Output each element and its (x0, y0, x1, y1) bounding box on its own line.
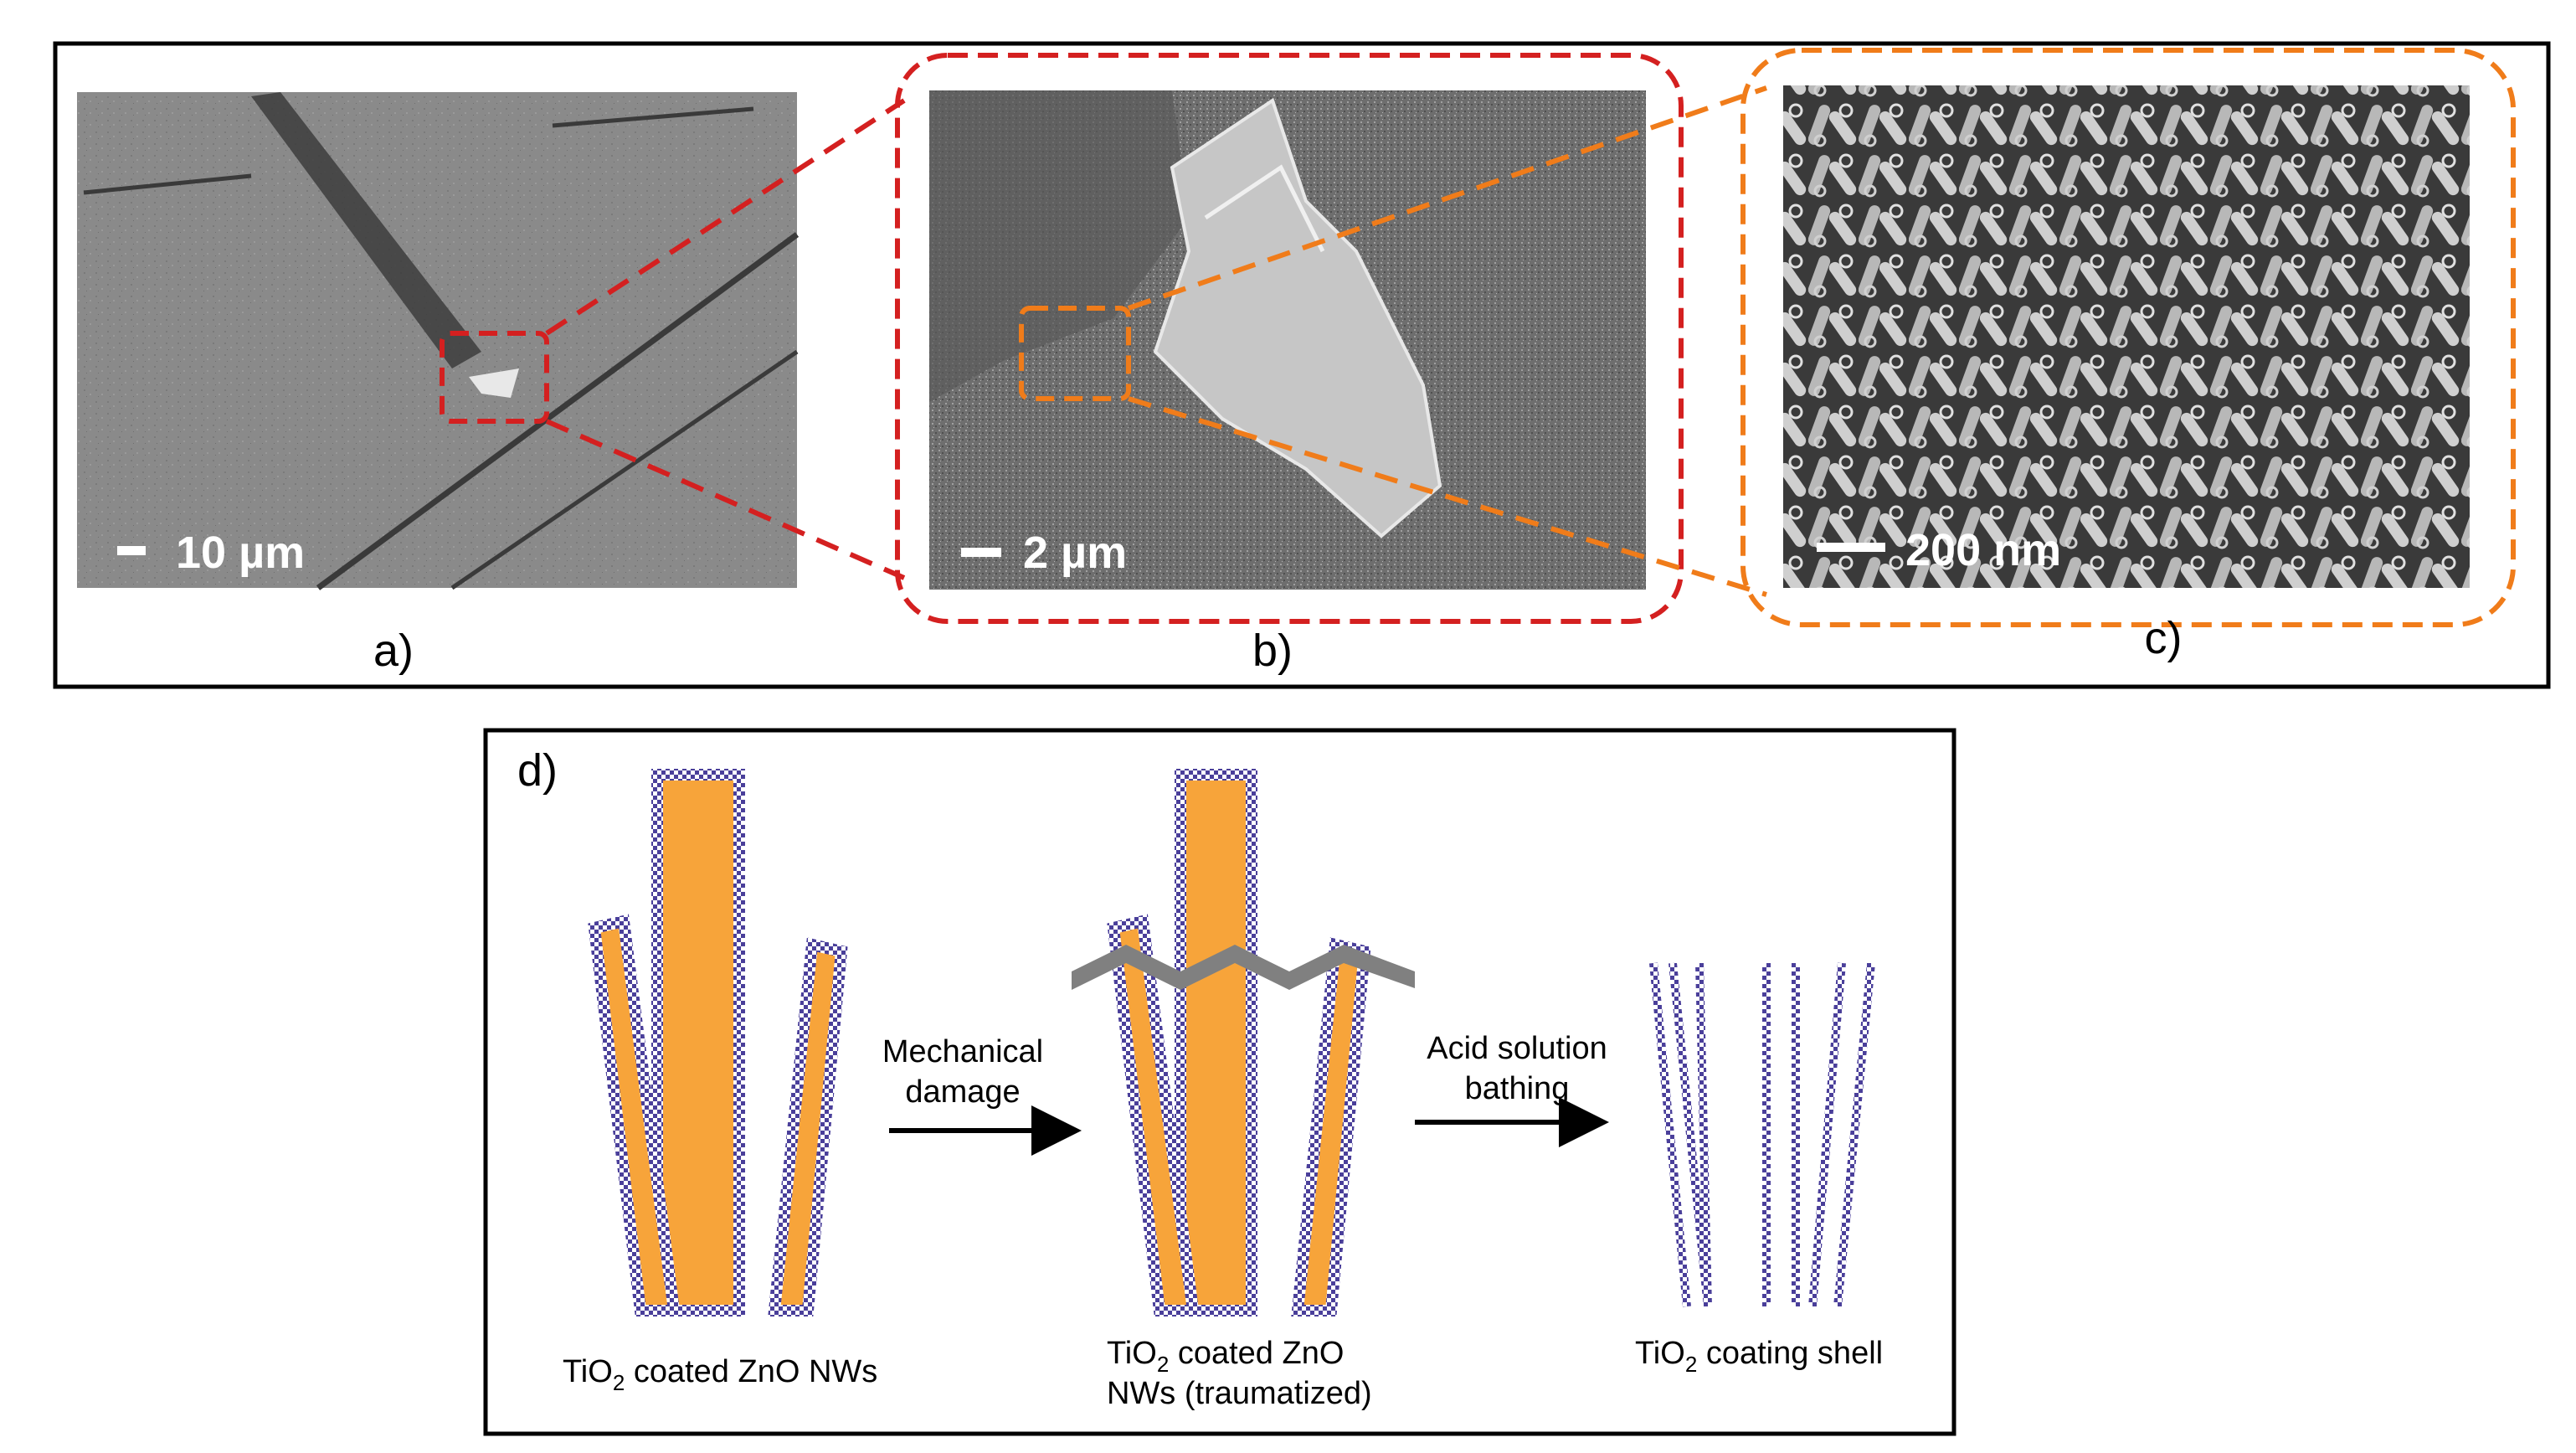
panel-b-scale-bar (961, 548, 1001, 557)
panel-a-crack-2 (552, 106, 754, 128)
stage3-caption: TiO2 coating shell (1635, 1336, 1883, 1377)
panel-b: 2 µm b) (895, 53, 1684, 676)
panel-b-dark-region (929, 90, 1189, 402)
panel-c-label: c) (2145, 613, 2183, 663)
arrow2-line1: Acid solution (1427, 1031, 1607, 1066)
zoom-line-orange-bottom (1128, 396, 1767, 597)
stage1-left-wire (588, 914, 681, 1316)
panel-d-label: d) (517, 745, 558, 796)
stage2-caption-line2: NWs (traumatized) (1107, 1376, 1372, 1411)
panel-a-crack-4 (450, 349, 799, 590)
panel-b-zoom-box (1019, 306, 1131, 401)
panel-b-flake-edge (1204, 164, 1325, 253)
arrow2-line2: bathing (1465, 1071, 1570, 1106)
stage1-caption: TiO2 coated ZnO NWs (563, 1354, 877, 1395)
arrow1-line1: Mechanical (882, 1034, 1043, 1069)
panel-a-label: a) (373, 626, 414, 676)
stage2-nanowires: TiO2 coated ZnO NWs (traumatized) (1072, 769, 1415, 1411)
zoom-line-red-bottom (545, 419, 906, 580)
panel-b-label: b) (1252, 626, 1293, 676)
stage2-left-wire (1107, 914, 1200, 1316)
stage1-center-wire (651, 769, 745, 1316)
panel-a: 10 µm a) (77, 92, 800, 676)
panel-a-crack-3 (316, 232, 800, 590)
panel-a-scale-text: 10 µm (176, 528, 305, 578)
panel-a-zoom-box (440, 331, 549, 424)
stage3-shells (1649, 962, 1875, 1307)
panel-c: 200 nm c) (1740, 48, 2516, 663)
stage3-shell-3 (1695, 962, 1712, 1307)
panel-c-scale-text: 200 nm (1905, 525, 2061, 575)
stage3-shell-6 (1808, 962, 1846, 1307)
stage2-center-wire (1175, 769, 1257, 1316)
schematic-frame (483, 728, 1956, 1436)
panel-a-crack-1 (83, 173, 252, 195)
panel-c-scale-bar (1817, 543, 1885, 552)
arrow-acid-bathing: Acid solution bathing (1415, 1031, 1609, 1147)
stage1-right-wire (768, 937, 848, 1316)
stage3-shell-1 (1649, 962, 1691, 1307)
stage2-right-wire (1291, 937, 1371, 1316)
top-figure-frame (53, 41, 2551, 689)
panel-b-scale-text: 2 µm (1023, 528, 1127, 578)
stage3-shell-2 (1668, 962, 1712, 1307)
zoom-line-orange-top (1128, 85, 1767, 311)
panel-c-sem-image (1783, 85, 2470, 588)
arrow1-line2: damage (905, 1074, 1020, 1110)
stage3-shell-7 (1833, 962, 1875, 1307)
panel-a-debris (469, 368, 519, 398)
stage2-caption-line1: TiO2 coated ZnO (1107, 1336, 1344, 1377)
arrow-mechanical-damage: Mechanical damage (882, 1034, 1082, 1156)
panel-a-scale-bar (117, 546, 146, 555)
stage1-nanowires: TiO2 coated ZnO NWs (563, 769, 877, 1395)
stage2-damage-band (1072, 945, 1415, 990)
panel-b-frame (895, 53, 1684, 624)
panel-a-scratch (251, 92, 481, 368)
panel-b-flake (1153, 97, 1442, 538)
panel-c-frame (1740, 48, 2516, 627)
